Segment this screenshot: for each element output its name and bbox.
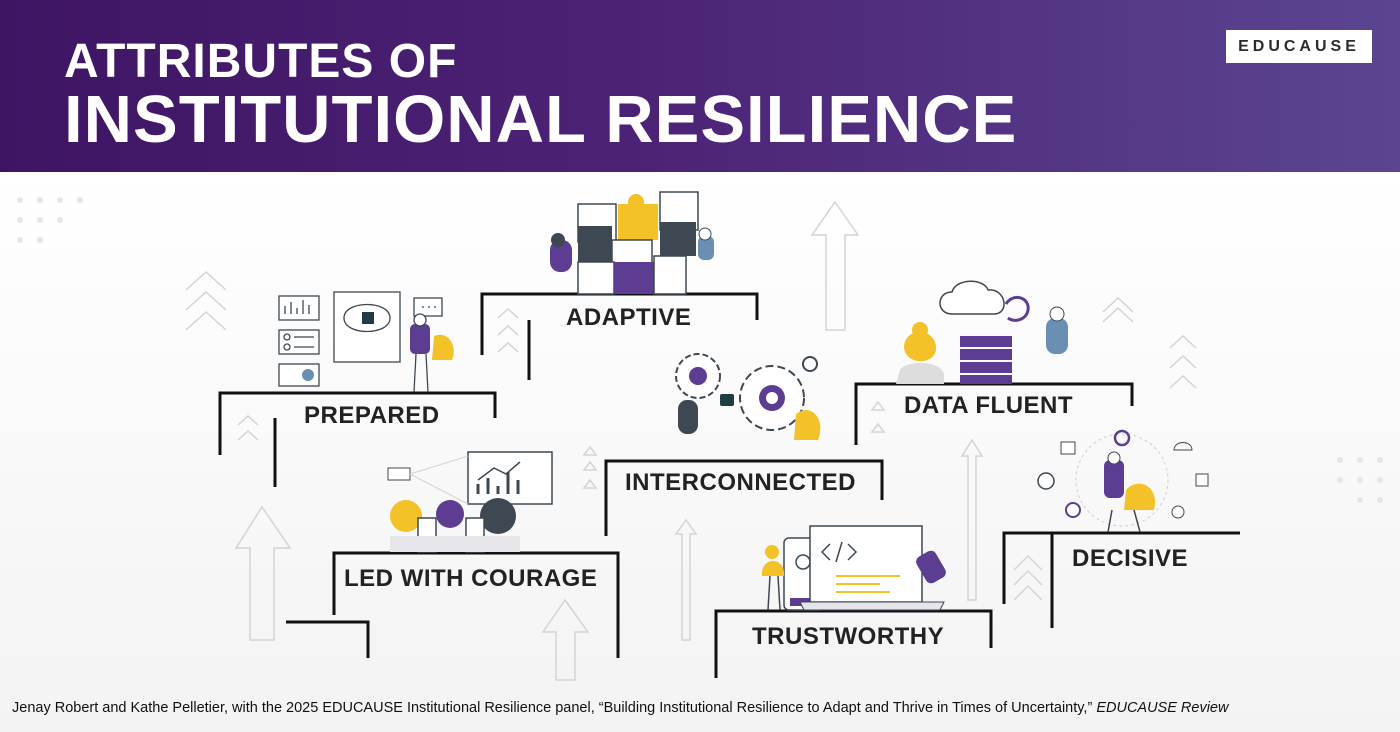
label-prepared: PREPARED — [304, 402, 440, 429]
prepared-illustration — [278, 291, 454, 393]
courage-illustration — [387, 451, 553, 553]
trustworthy-illustration — [761, 525, 946, 611]
title-line-2: INSTITUTIONAL RESILIENCE — [64, 82, 1018, 157]
gears-illustration — [675, 353, 821, 440]
header-banner: ATTRIBUTES OF INSTITUTIONAL RESILIENCE E… — [0, 0, 1400, 172]
illustration-area — [0, 172, 1400, 732]
publication-name: EDUCAUSE Review — [1096, 700, 1229, 716]
title-line-1: ATTRIBUTES OF — [64, 35, 458, 88]
citation-footer: Jenay Robert and Kathe Pelletier, with t… — [12, 700, 1390, 716]
data-fluent-illustration — [896, 280, 1068, 384]
citation-text: Jenay Robert and Kathe Pelletier, with t… — [12, 700, 1097, 716]
educause-logo: EDUCAUSE — [1226, 30, 1372, 63]
label-led-with-courage: LED WITH COURAGE — [344, 565, 598, 592]
puzzle-illustration — [550, 191, 714, 295]
decisive-illustration — [1037, 429, 1209, 533]
dot-pattern — [17, 197, 1383, 503]
label-interconnected: INTERCONNECTED — [625, 469, 857, 496]
label-decisive: DECISIVE — [1072, 545, 1189, 572]
label-trustworthy: TRUSTWORTHY — [752, 623, 945, 650]
label-data-fluent: DATA FLUENT — [904, 392, 1074, 419]
label-adaptive: ADAPTIVE — [566, 304, 692, 331]
background-arrows — [185, 200, 1197, 681]
